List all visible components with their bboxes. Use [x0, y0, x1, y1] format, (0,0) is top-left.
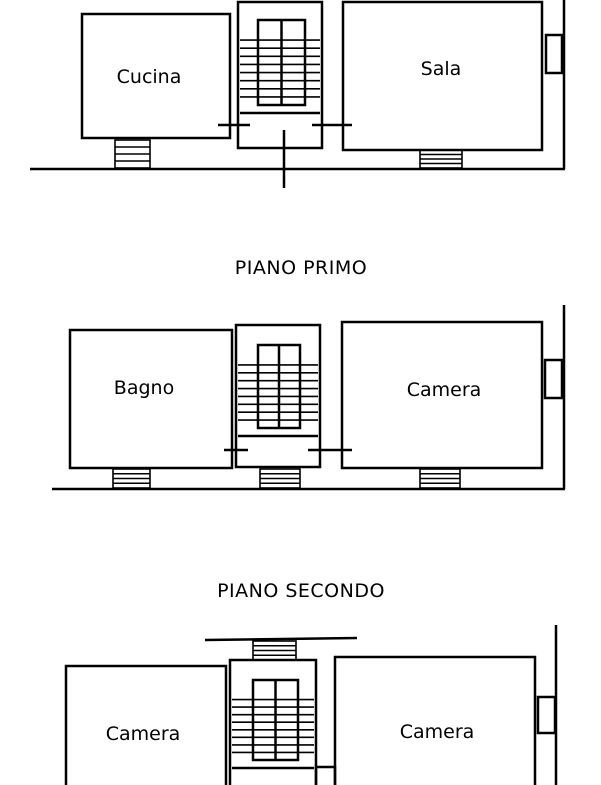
room-camera	[333, 655, 537, 785]
window-icon	[536, 695, 557, 735]
room-label: Camera	[400, 721, 475, 743]
stair-block	[236, 0, 324, 150]
step-icon	[252, 640, 297, 661]
window-icon	[544, 33, 564, 75]
room-label: Cucina	[117, 66, 182, 88]
room-bagno	[68, 328, 234, 470]
stair-block	[228, 658, 318, 785]
window-icon	[543, 358, 564, 400]
room-label: Camera	[106, 723, 181, 745]
room-camera	[64, 664, 228, 785]
staircase	[240, 18, 320, 115]
landing	[314, 765, 337, 785]
plan-title: PIANO PRIMO	[235, 257, 367, 279]
step-icon	[419, 149, 463, 169]
room-label: Camera	[407, 379, 482, 401]
room-label: Bagno	[114, 377, 174, 399]
staircase	[238, 343, 318, 438]
step-icon	[259, 468, 301, 489]
room-label: Sala	[421, 58, 462, 80]
room-cucina	[80, 12, 232, 140]
wall-line	[204, 636, 358, 642]
step-icon	[114, 139, 151, 169]
stair-block	[234, 323, 322, 469]
plan-title: PIANO SECONDO	[217, 580, 385, 602]
staircase	[232, 678, 314, 770]
room-camera	[340, 320, 544, 470]
plan-ground-floor: Cucina Sala	[30, 0, 566, 188]
step-icon	[419, 468, 461, 489]
plan-second-floor: Camera Camera	[64, 625, 558, 785]
step-icon	[112, 468, 151, 489]
plan-first-floor: Bagno Camera	[52, 305, 566, 491]
